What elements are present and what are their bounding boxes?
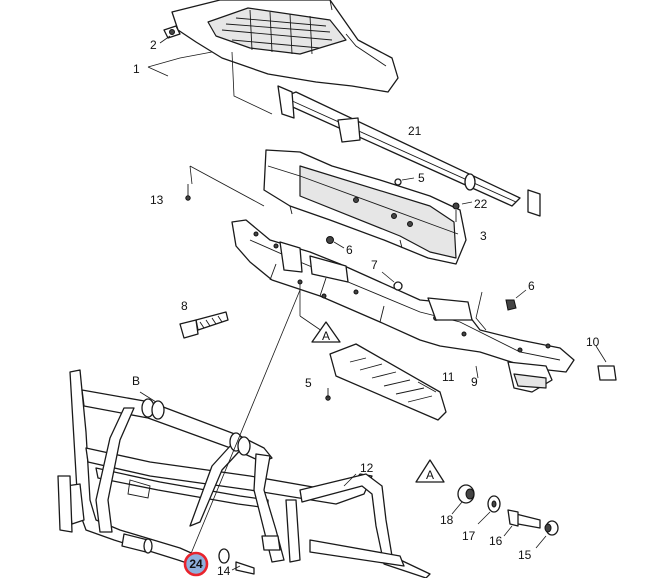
- part-11-plate: [329, 343, 447, 421]
- nut-6-center: [326, 236, 345, 249]
- label-part-16: 16: [489, 534, 503, 548]
- label-part-6-center: 6: [346, 243, 353, 257]
- fastener-22: [452, 201, 473, 222]
- label-part-17: 17: [462, 529, 476, 543]
- label-part-22: 22: [474, 197, 488, 211]
- part-9-frame-crossmember: [231, 219, 575, 393]
- fastener-5-upper: [394, 177, 415, 186]
- label-part-3: 3: [480, 229, 487, 243]
- label-part-18: 18: [440, 513, 454, 527]
- label-part-21: 21: [408, 124, 422, 138]
- label-part-12: 12: [360, 461, 374, 475]
- label-part-11: 11: [442, 370, 455, 384]
- label-part-7: 7: [371, 258, 378, 272]
- label-part-24: 24: [189, 557, 203, 571]
- part-12-brush-guard: [57, 369, 431, 579]
- view-a-label-lower: A: [426, 468, 434, 482]
- part-21-cross-tube: [277, 85, 541, 217]
- label-part-2: 2: [150, 38, 157, 52]
- label-part-8: 8: [181, 299, 188, 313]
- label-part-1: 1: [133, 62, 140, 76]
- view-a-marker-upper: A: [311, 321, 341, 343]
- label-part-10: 10: [586, 335, 600, 349]
- label-part-5-lower: 5: [305, 376, 312, 390]
- view-a-label-upper: A: [322, 329, 330, 343]
- hardware-set: [218, 484, 559, 575]
- view-a-marker-lower: A: [415, 459, 445, 483]
- label-part-5-upper: 5: [418, 171, 425, 185]
- washer-7: [381, 271, 403, 291]
- label-part-6-right: 6: [528, 279, 535, 293]
- part-1-skid-plate: [163, 0, 399, 93]
- nut-6-right: [505, 289, 527, 311]
- fastener-5-lower: [325, 388, 331, 401]
- part-8-bolt: [179, 311, 229, 339]
- part-10-cap: [595, 345, 617, 381]
- label-part-14: 14: [217, 564, 231, 578]
- part-3-bumper-beam: [263, 149, 467, 265]
- label-part-15: 15: [518, 548, 532, 562]
- label-part-9: 9: [471, 375, 478, 389]
- label-callout-b: B: [132, 374, 140, 388]
- callout-24-highlight[interactable]: [183, 551, 209, 577]
- fastener-13: [185, 184, 191, 201]
- label-part-13: 13: [150, 193, 164, 207]
